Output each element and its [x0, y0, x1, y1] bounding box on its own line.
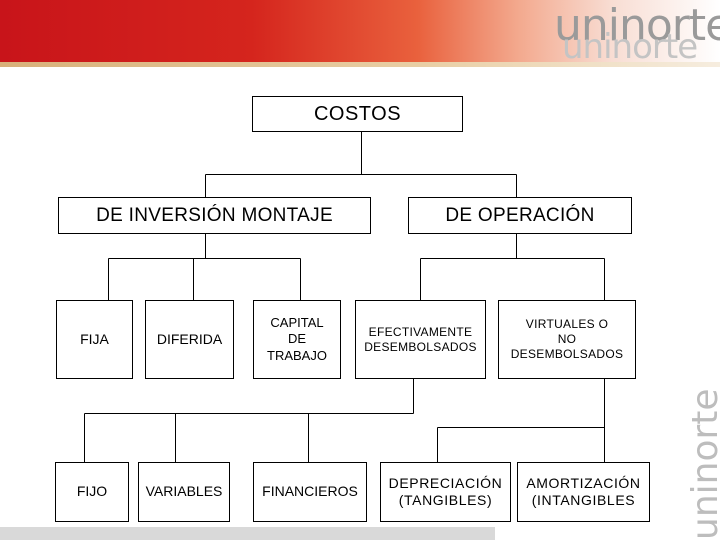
node-de-operacion: DE OPERACIÓN: [408, 197, 632, 234]
node-diferida: DIFERIDA: [145, 300, 234, 379]
connector-operacion-to-children: [420, 234, 605, 300]
node-fija: FIJA: [56, 300, 133, 379]
header-underline: [0, 62, 720, 67]
connector-root-to-level1: [205, 132, 517, 197]
node-fijo: FIJO: [55, 462, 129, 522]
node-depreciacion: DEPRECIACIÓN (TANGIBLES): [380, 462, 511, 522]
node-variables: VARIABLES: [138, 462, 230, 522]
node-capital-de-trabajo: CAPITAL DE TRABAJO: [253, 300, 341, 379]
node-amortizacion: AMORTIZACIÓN (INTANGIBLES: [517, 462, 650, 522]
node-de-inversion-montaje: DE INVERSIÓN MONTAJE: [58, 197, 371, 234]
connector-efectivamente-to-children: [84, 379, 414, 462]
node-efectivamente-desembolsados: EFECTIVAMENTE DESEMBOLSADOS: [355, 300, 486, 379]
uninorte-logo: uninorte: [554, 0, 720, 51]
bottom-bar: [0, 527, 495, 540]
header-band: uninorte uninorte: [0, 0, 720, 62]
node-costos: COSTOS: [252, 96, 463, 132]
uninorte-logo-shadow: uninorte: [562, 27, 698, 62]
node-virtuales-no-desembolsados: VIRTUALES O NO DESEMBOLSADOS: [498, 300, 636, 379]
connector-virtuales-to-children: [437, 379, 605, 462]
connector-inversion-to-children: [108, 234, 301, 300]
node-financieros: FINANCIEROS: [253, 462, 367, 522]
